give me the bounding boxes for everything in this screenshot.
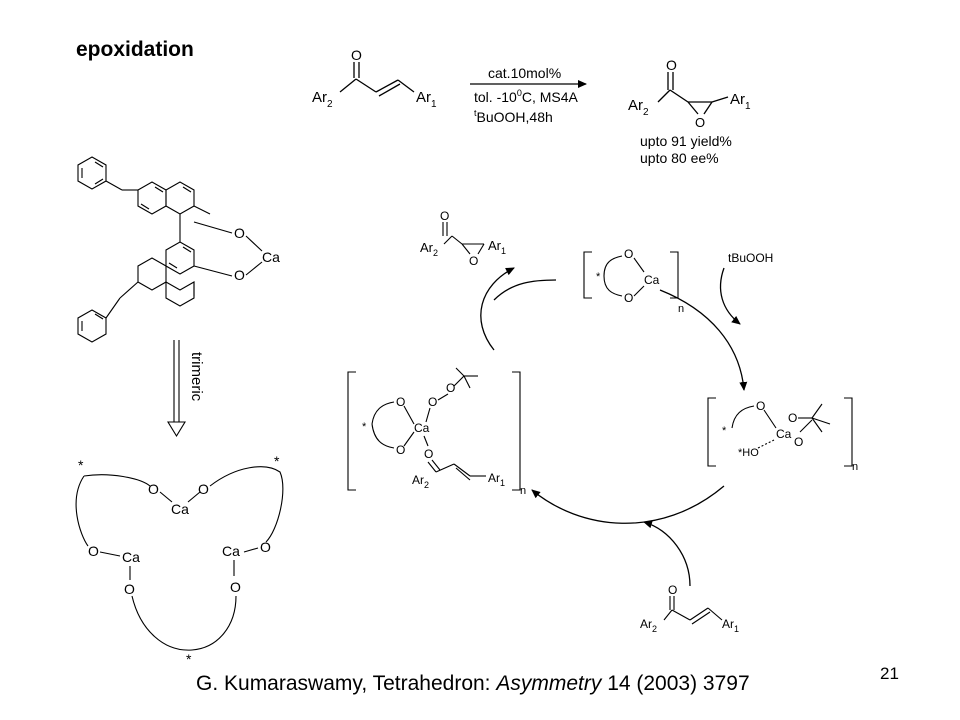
cycle-substrate-complex: n * O O Ca O O O Ar2 Ar1 xyxy=(347,367,526,497)
trimer-ca-left: Ca xyxy=(122,549,140,565)
product-ar1: Ar1 xyxy=(730,91,751,112)
cycle-left-o4: O xyxy=(446,381,455,395)
cycle-star-top: * xyxy=(596,271,601,283)
product-epoxide: O O Ar2 Ar1 xyxy=(628,57,751,130)
trimer-o-c: O xyxy=(260,539,271,555)
enone-entry-arrow xyxy=(643,520,691,587)
product-ar2: Ar2 xyxy=(628,97,649,118)
cycle-star-right: * xyxy=(722,425,727,437)
trimer-o-e: O xyxy=(88,543,99,559)
catalyst-ca: Ca xyxy=(262,249,280,265)
reactant-ar2: Ar2 xyxy=(312,89,333,110)
result-ee: upto 80 ee% xyxy=(640,150,719,166)
cycle-top-o2: O xyxy=(624,291,633,305)
cycle-left-ca: Ca xyxy=(414,421,430,435)
enone-bottom-o: O xyxy=(668,583,677,597)
cycle-top-ca: Ca xyxy=(644,273,660,287)
cycle-n-top: n xyxy=(678,303,684,315)
reactant-ar1: Ar1 xyxy=(416,89,437,110)
catalyst-o-upper: O xyxy=(234,225,245,241)
cycle-arc-top xyxy=(493,279,557,301)
cycle-arrow-to-product xyxy=(480,267,515,351)
product-carbonyl-o: O xyxy=(666,57,677,73)
cycle-right-ca: Ca xyxy=(776,427,792,441)
cycle-arc-right xyxy=(659,289,748,391)
cycle-product-ar2: Ar2 xyxy=(420,240,438,258)
page-number: 21 xyxy=(880,664,899,683)
cycle-left-o1: O xyxy=(396,395,405,409)
cycle-incoming-enone: Ar2 O Ar1 xyxy=(640,583,739,634)
cycle-product-epoxide: Ar2 O O Ar1 xyxy=(420,209,506,268)
trimer-o-f: O xyxy=(124,581,135,597)
trimer-o-a: O xyxy=(148,481,159,497)
trimer-o-b: O xyxy=(198,481,209,497)
reactant-carbonyl-o: O xyxy=(351,47,362,63)
cycle-left-o2: O xyxy=(396,443,405,457)
cycle-peroxide-complex: n * O Ca O O *HO xyxy=(707,397,858,473)
cycle-right-o1: O xyxy=(756,399,765,413)
cycle-n-left: n xyxy=(520,485,526,497)
result-yield: upto 91 yield% xyxy=(640,133,732,149)
citation: G. Kumaraswamy, Tetrahedron: Asymmetry 1… xyxy=(196,672,750,696)
cycle-left-o5: O xyxy=(424,447,433,461)
trimer-ca-right: Ca xyxy=(222,543,240,559)
catalyst-o-lower: O xyxy=(234,267,245,283)
trimer-ca-top: Ca xyxy=(171,501,189,517)
trimeric-label: trimeric xyxy=(188,352,205,402)
citation-volume: 14 (2003) 3797 xyxy=(601,672,750,695)
cycle-right-o2: O xyxy=(788,411,797,425)
enone-bottom-ar1: Ar1 xyxy=(722,617,739,634)
slide-title: epoxidation xyxy=(76,38,194,61)
trimer-star-1: * xyxy=(78,457,84,473)
cycle-left-ar2: Ar2 xyxy=(412,473,429,490)
cycle-ca-complex-top: n * O O Ca xyxy=(583,247,684,315)
trimer-o-d: O xyxy=(230,579,241,595)
cycle-right-ho: *HO xyxy=(738,447,759,459)
cycle-n-right: n xyxy=(852,461,858,473)
conditions-catalyst: cat.10mol% xyxy=(488,65,561,81)
conditions-solvent: tol. -100C, MS4A xyxy=(474,88,579,105)
product-epoxide-o: O xyxy=(695,115,705,130)
trimeric-arrow xyxy=(167,340,186,438)
enone-bottom-ar2: Ar2 xyxy=(640,617,657,634)
tbuooh-entry-arrow xyxy=(719,267,741,325)
cycle-left-o3: O xyxy=(428,395,437,409)
reactant-enone: O Ar2 Ar1 xyxy=(312,47,437,110)
binol-calcium-catalyst: O Ca O xyxy=(77,156,280,343)
trimer-star-2: * xyxy=(274,453,280,469)
cycle-tbuooh: tBuOOH xyxy=(728,251,773,265)
cycle-top-o1: O xyxy=(624,247,633,261)
cycle-star-left: * xyxy=(362,421,367,433)
cycle-right-o3: O xyxy=(794,435,803,449)
cycle-arc-bottom xyxy=(531,485,725,524)
citation-authors: G. Kumaraswamy, Tetrahedron: xyxy=(196,672,497,695)
cycle-product-ar1: Ar1 xyxy=(488,238,506,256)
trimer-structure: * * * O Ca O O Ca O O Ca O xyxy=(75,453,284,667)
cycle-left-ar1: Ar1 xyxy=(488,471,505,488)
cycle-product-carbonyl-o: O xyxy=(440,209,449,223)
citation-journal: Asymmetry xyxy=(496,672,602,695)
cycle-product-epoxide-o: O xyxy=(469,254,478,268)
trimer-star-3: * xyxy=(186,651,192,667)
conditions-oxidant: tBuOOH,48h xyxy=(474,108,553,125)
